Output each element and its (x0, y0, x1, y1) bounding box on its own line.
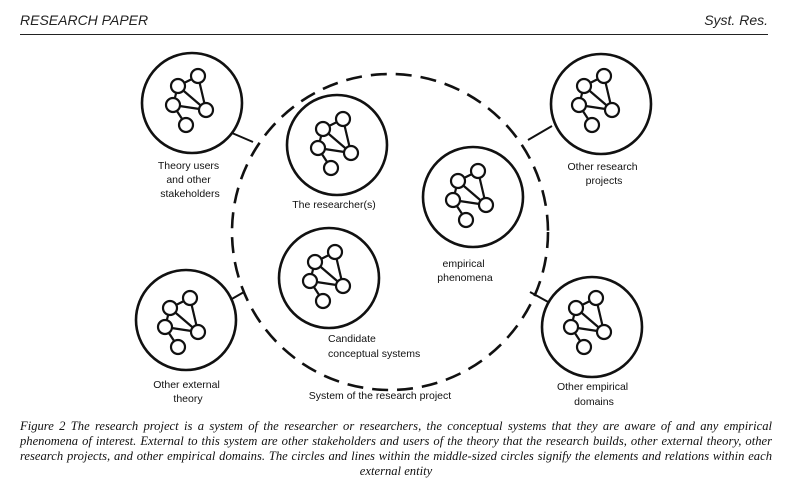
entity-external-theory (134, 268, 238, 372)
label-external-theory: Other external theory (153, 379, 222, 405)
entity-other-empirical-domains (540, 275, 644, 379)
label-candidate-systems: Candidate conceptual systems (328, 333, 420, 360)
running-header: RESEARCH PAPER Syst. Res. (20, 10, 768, 35)
entity-researchers (285, 93, 389, 197)
connector-line (231, 132, 254, 143)
entity-theory-users (140, 51, 244, 155)
journal-name: Syst. Res. (704, 12, 768, 28)
label-theory-users: Theory users and other stakeholders (158, 160, 222, 200)
figure-caption: Figure 2 The research project is a syste… (20, 419, 772, 478)
entity-empirical-phenomena (421, 145, 525, 249)
label-other-research-projects: Other research projects (568, 161, 641, 187)
label-researchers: The researcher(s) (292, 199, 375, 211)
label-other-empirical-domains: Other empirical domains (557, 381, 631, 408)
research-system-diagram: Theory users and other stakeholders Othe… (134, 51, 653, 408)
system-boundary-dashed-circle (230, 72, 550, 392)
label-system-boundary: System of the research project (309, 390, 451, 402)
connector-line (529, 291, 551, 304)
entity-candidate-systems (277, 226, 381, 330)
entity-other-research-projects (549, 52, 653, 156)
section-label: RESEARCH PAPER (20, 12, 149, 28)
connector-line (527, 125, 553, 141)
label-empirical-phenomena: empirical phenomena (437, 258, 493, 284)
